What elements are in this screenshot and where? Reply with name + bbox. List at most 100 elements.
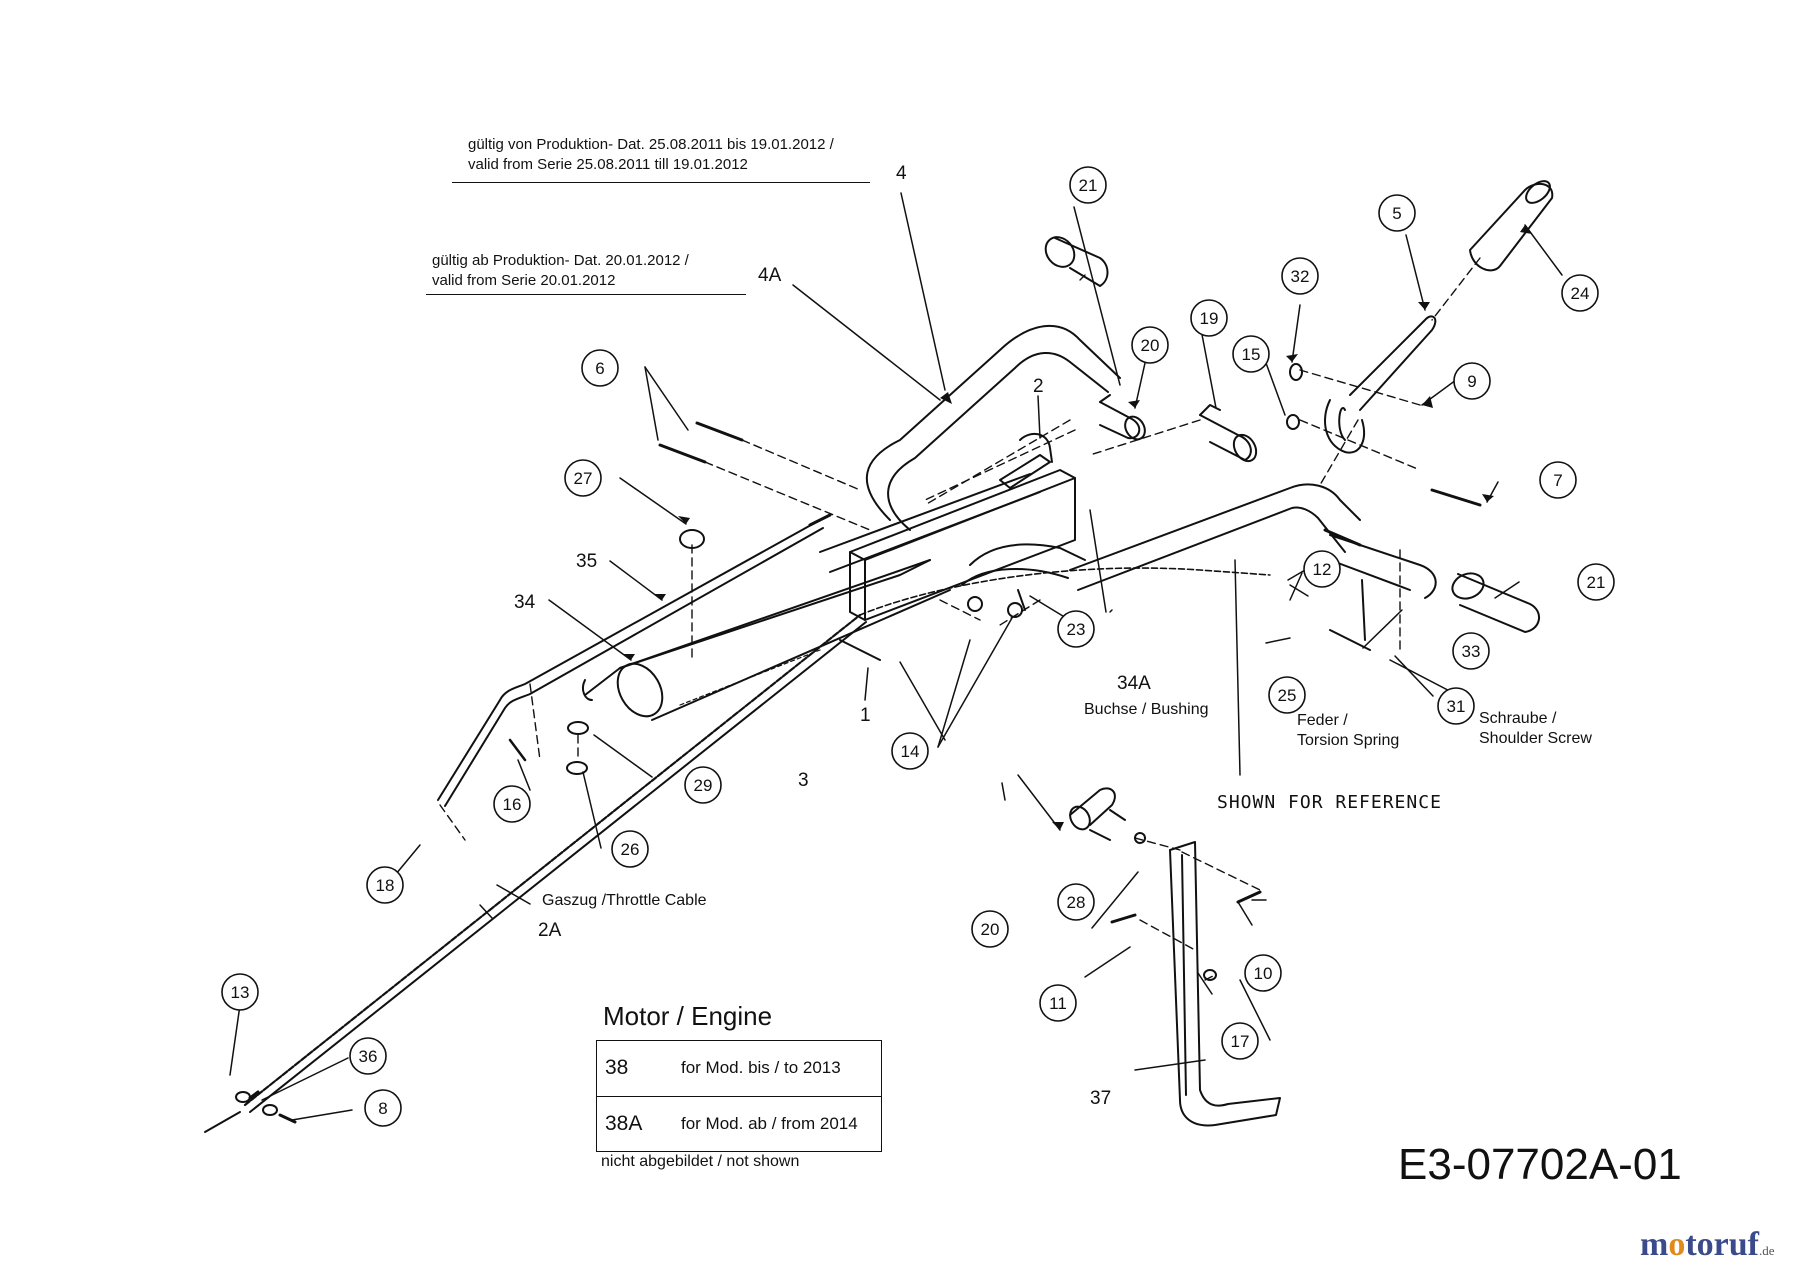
callout-32 [1281,257,1319,295]
validity-note-new-line1: gültig ab Produktion- Dat. 20.01.2012 / [432,252,689,269]
callout-28 [1057,883,1095,921]
assembly-lines [439,257,1481,981]
callout-label: 26 [621,840,640,859]
callout-label: 32 [1291,267,1310,286]
callout-23 [1057,610,1095,648]
engine-table-footnote: nicht abgebildet / not shown [601,1153,800,1170]
validity-note-new: gültig ab Produktion- Dat. 20.01.2012 / … [432,251,689,291]
upper-handle [1324,315,1437,454]
callout-label: 15 [1242,345,1261,364]
callout-29 [684,766,722,804]
callout-16 [493,785,531,823]
callout-13 [221,973,259,1011]
callout-label: 31 [1447,697,1466,716]
callout-26 [611,830,649,868]
part-label-35: 35 [576,551,598,572]
part-label-1: 1 [860,705,871,726]
callout-label: 13 [231,983,250,1002]
callout-21-right [1577,563,1615,601]
callout-31 [1437,687,1475,725]
callout-24 [1561,274,1599,312]
table-row: 38A for Mod. ab / from 2014 [596,1095,882,1152]
grip-top [1044,236,1109,287]
spring-text-2: Torsion Spring [1297,732,1400,749]
callout-label: 23 [1067,620,1086,639]
callout-36 [349,1037,387,1075]
brand-logo-part: toruf [1685,1226,1759,1263]
callout-label: 8 [378,1099,387,1118]
leader-arrows [622,225,1532,830]
part-label-3: 3 [798,770,809,791]
callout-17 [1221,1022,1259,1060]
bushing-19 [1199,404,1258,463]
handle-frame [819,324,1437,599]
grip-right [1451,572,1540,633]
callout-12 [1303,550,1341,588]
callout-8 [364,1089,402,1127]
callout-label: 36 [359,1047,378,1066]
callout-25 [1268,676,1306,714]
callout-label: 19 [1200,309,1219,328]
callout-15 [1232,335,1270,373]
callout-label: 12 [1313,560,1332,579]
bushing-20-top [1099,394,1146,441]
validity-note-old-line2: valid from Serie 25.08.2011 till 19.01.2… [468,156,748,173]
callout-label: 5 [1392,204,1401,223]
shift-lever [999,432,1053,489]
bracket-37 [1169,841,1281,1127]
callout-label: 7 [1553,471,1562,490]
validity-note-old-line1: gültig von Produktion- Dat. 25.08.2011 b… [468,136,834,153]
callout-20-low [971,910,1009,948]
hardware [235,363,1482,1124]
part-label-37: 37 [1090,1088,1112,1109]
engine-code: 38 [596,1040,673,1097]
callout-label: 25 [1278,686,1297,705]
callout-label: 21 [1079,176,1098,195]
engine-description: for Mod. bis / to 2013 [673,1040,882,1097]
part-label-4: 4 [896,163,907,184]
engine-table-title: Motor / Engine [603,1001,773,1031]
callout-9 [1453,362,1491,400]
callout-11 [1039,984,1077,1022]
callout-6 [581,349,619,387]
callout-label: 20 [1141,336,1160,355]
rod-35 [437,513,832,807]
handle-bracket [849,469,1076,621]
callout-27 [564,459,602,497]
callout-label: 28 [1067,893,1086,912]
brand-logo: motoruf.de [1640,1226,1775,1264]
callout-label: 18 [376,876,395,895]
brand-logo-part: m [1640,1226,1669,1263]
engine-description: for Mod. ab / from 2014 [673,1095,882,1152]
shown-for-reference-text: SHOWN FOR REFERENCE [1217,792,1442,813]
screw-text-1: Schraube / [1479,710,1557,727]
validity-note-old: gültig von Produktion- Dat. 25.08.2011 b… [468,135,834,175]
callout-label: 9 [1467,372,1476,391]
callout-21-top [1069,166,1107,204]
part-label-34a: 34A [1117,673,1151,694]
rod-34 [582,559,931,701]
callout-5 [1378,194,1416,232]
part-label-34: 34 [514,592,536,613]
callout-label: 16 [503,795,522,814]
brand-logo-accent: o [1668,1226,1686,1263]
throttle-cable-text: Gaszug /Throttle Cable [542,892,707,909]
callout-numbers: 21 20 19 15 32 5 24 9 7 6 27 21 12 23 33… [231,176,1606,1118]
brand-logo-tld: .de [1758,1243,1775,1258]
callout-label: 24 [1571,284,1590,303]
callout-circles [221,166,1615,1127]
callout-19 [1190,299,1228,337]
callout-label: 6 [595,359,604,378]
part-label-2a: 2A [538,920,562,941]
drawing-id: E3-07702A-01 [1398,1140,1682,1189]
leader-lines [229,192,1563,1121]
lower-tube [616,559,951,721]
callout-10 [1244,954,1282,992]
screw-text-2: Shoulder Screw [1479,730,1592,747]
spring-text-1: Feder / [1297,712,1348,729]
validity-note-new-line2: valid from Serie 20.01.2012 [432,272,616,289]
callout-label: 11 [1049,994,1067,1013]
throttle-cable [204,567,1271,1133]
callout-20-top [1131,326,1169,364]
callout-18 [366,866,404,904]
